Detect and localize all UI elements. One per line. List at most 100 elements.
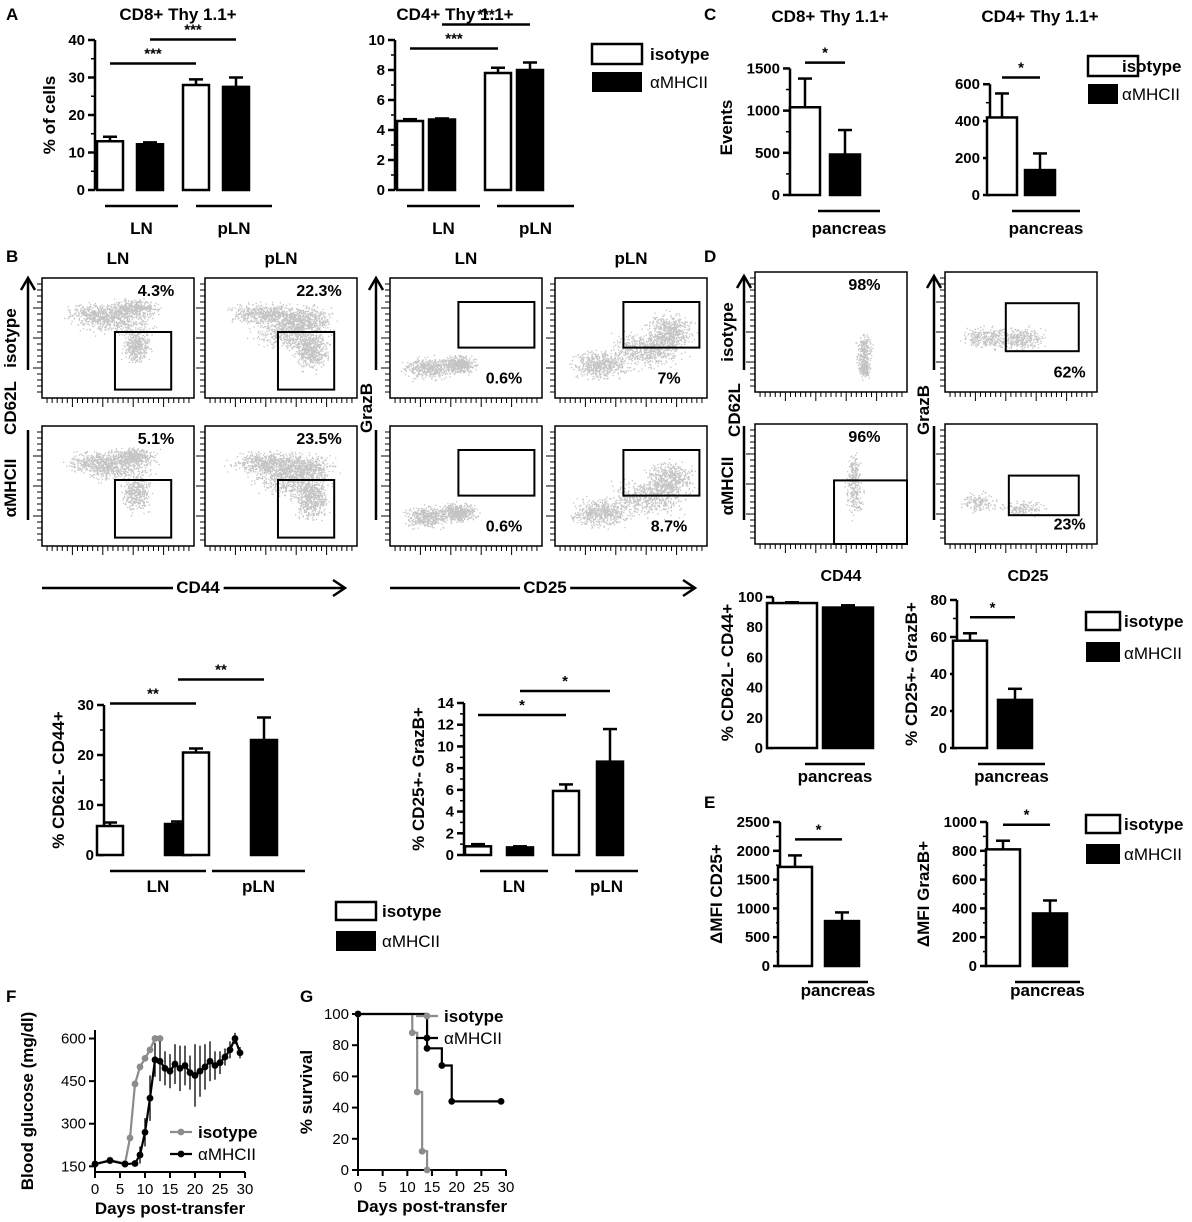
group-label: pLN (242, 877, 275, 896)
y-tick-label: 2 (377, 152, 385, 169)
x-tick-label: 5 (378, 1179, 386, 1196)
legend-label-isotype: isotype (650, 45, 710, 64)
legend-swatch-isotype (1086, 54, 1140, 78)
group-label: LN (503, 877, 526, 896)
group-label: pLN (590, 877, 623, 896)
data-point (236, 1049, 244, 1057)
group-label: LN (147, 877, 170, 896)
legend-a: isotype αMHCII (590, 42, 710, 92)
data-point (438, 1062, 446, 1069)
y-tick-label: 10 (368, 32, 385, 49)
y-tick-label: 8 (446, 760, 454, 777)
bar-isotype (483, 71, 513, 192)
y-tick-label: 60 (746, 649, 763, 666)
flow-x-axis-label: CD25 (523, 578, 566, 597)
group-label: LN (432, 219, 455, 238)
legend-swatch-isotype (590, 42, 644, 66)
legend-label: isotype (198, 1123, 258, 1142)
legend-swatch-amhcii (1086, 844, 1120, 864)
y-tick-label: 500 (745, 929, 770, 946)
legend-label-amhcii: αMHCII (1122, 85, 1180, 104)
gate (457, 449, 536, 497)
flow-dots (844, 452, 866, 522)
bar-amhcii (515, 68, 545, 192)
gate-percentage: 4.3% (138, 283, 174, 300)
y-tick-label: 20 (68, 107, 85, 124)
group-label: pancreas (798, 767, 873, 786)
y-tick-label: 1000 (737, 900, 770, 917)
data-point (418, 1147, 426, 1155)
legend-swatch-amhcii (1086, 642, 1120, 662)
flow-x-axis-label: CD44 (176, 578, 220, 597)
flow-column-label: pLN (614, 249, 647, 268)
y-axis-label: Events (717, 100, 736, 156)
x-axis-arrow-head (682, 578, 698, 598)
data-point (216, 1059, 224, 1067)
panel-letter-d: D (704, 247, 716, 266)
data-point (146, 1094, 154, 1102)
gate (113, 331, 173, 391)
legend-label-isotype: isotype (1122, 57, 1182, 76)
gate (457, 301, 536, 349)
y-tick-label: 600 (61, 1031, 86, 1048)
significance-label: * (1024, 807, 1030, 824)
y-axis-label: % CD62L- CD44+ (718, 604, 737, 742)
panel-letter-f: F (6, 987, 16, 1006)
bar-amhcii (821, 606, 875, 750)
y-tick-label: 0 (762, 958, 770, 975)
gate (833, 479, 908, 545)
data-point (423, 1044, 431, 1052)
x-axis-label: Days post-transfer (95, 1199, 246, 1218)
significance-label: *** (184, 22, 202, 39)
y-tick-label: 200 (952, 929, 977, 946)
data-point (448, 1097, 456, 1105)
y-tick-label: 10 (437, 738, 454, 755)
bar-amhcii (135, 143, 165, 192)
group-label: pancreas (812, 219, 887, 238)
legend-label: isotype (444, 1007, 504, 1026)
legend-c: isotype αMHCII (1086, 54, 1182, 104)
x-axis-arrow-head (332, 578, 348, 598)
panel-letter-b: B (6, 247, 18, 266)
y-axis-label: % CD25+- GrazB+ (902, 602, 921, 746)
panel-letter-e: E (704, 793, 715, 812)
y-tick-label: 80 (930, 592, 947, 609)
y-tick-label: 14 (437, 695, 454, 712)
bar-isotype (181, 83, 211, 192)
data-point (413, 1088, 421, 1096)
gate (622, 301, 701, 349)
legend-label: αMHCII (444, 1029, 502, 1048)
y-tick-label: 600 (955, 76, 980, 93)
y-tick-label: 200 (955, 150, 980, 167)
flow-dots (855, 333, 874, 381)
data-point (408, 1029, 416, 1037)
axis-arrow-head (19, 275, 37, 291)
bar-isotype (463, 845, 493, 857)
significance-label: * (519, 697, 525, 714)
y-axis-label: % of cells (40, 76, 59, 154)
legend-label-amhcii: αMHCII (1124, 644, 1182, 663)
legend-marker (177, 1128, 185, 1136)
data-point (201, 1063, 209, 1071)
flow-dots (63, 447, 162, 517)
flow-y-axis-label: GrazB (357, 383, 376, 433)
flow-y-axis-label: GrazB (914, 385, 933, 435)
x-tick-label: 30 (498, 1179, 515, 1196)
flow-column-label: LN (107, 249, 130, 268)
data-point (131, 1160, 139, 1167)
data-point (141, 1055, 149, 1062)
data-point (423, 1166, 431, 1174)
chart-title: CD4+ Thy 1.1+ (981, 7, 1098, 26)
panel-letter-g: G (300, 987, 313, 1006)
legend-marker (177, 1150, 185, 1158)
x-tick-label: 20 (448, 1179, 465, 1196)
x-tick-label: 30 (237, 1181, 254, 1198)
legend-label-amhcii: αMHCII (1124, 845, 1182, 864)
bar-isotype (985, 116, 1019, 197)
x-tick-label: 15 (424, 1179, 441, 1196)
data-point (171, 1060, 179, 1068)
flow-row-label: isotype (1, 308, 20, 368)
